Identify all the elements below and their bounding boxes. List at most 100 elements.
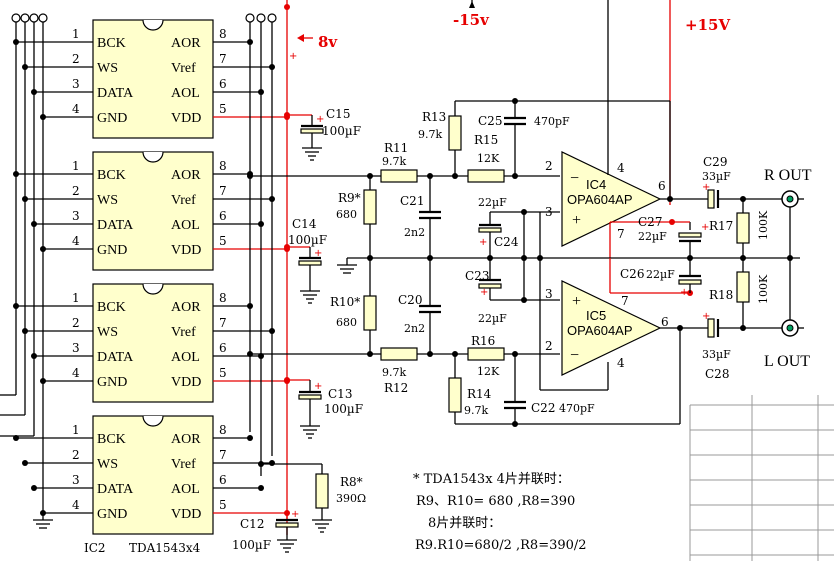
ic5-pin6: 6 [661,315,669,329]
chip-pin-name: AOL [171,218,200,233]
ic4-pin3: 3 [545,205,553,219]
chip-pin-name: VDD [171,507,201,522]
c13-ref: C13 [328,387,352,401]
c22-val: 470pF [559,402,595,415]
ic2-label: IC2 [84,541,106,555]
c23-val: 22µF [478,312,507,325]
chip-pin-name: AOR [171,36,201,51]
notes: * TDA1543x 4片并联时： R9、R10= 680 ,R8=390 8片… [413,472,587,553]
chip-pin-name: DATA [97,482,134,497]
rail-neg15-label: -15v [453,11,490,29]
r9-ref: R9* [338,191,361,205]
r11-ref: R11 [384,141,408,155]
ic4-pin7: 7 [617,227,625,241]
c20-ref: C20 [398,293,422,307]
chip-pin-name: VDD [171,111,201,126]
chip-pin-name: VDD [171,375,201,390]
ic5-pin7: 7 [621,294,629,308]
chip-pin-num: 4 [72,102,80,116]
chip-pin-num: 2 [72,184,80,198]
svg-text:+: + [291,509,299,520]
c25-ref: C25 [478,114,502,128]
chip-pin-name: GND [97,375,127,390]
c26-val: 22µF [646,268,675,281]
chip-pin-name: AOL [171,482,200,497]
note-line4: R9.R10=680/2 ,R8=390/2 [415,538,587,553]
chip-pin-num: 2 [72,52,80,66]
chip-pin-name: GND [97,111,127,126]
c12-ref: C12 [240,517,264,531]
chip-pin-num: 6 [219,341,227,355]
chip-pin-name: BCK [97,168,126,183]
chip-pin-num: 2 [72,316,80,330]
ground-bus [337,255,800,274]
c22-ref: C22 [531,401,555,415]
ic4-pin4: 4 [617,161,625,175]
r8-val: 390Ω [336,492,366,505]
c28-ref: C28 [705,367,729,381]
r16-val: 12K [477,365,500,378]
r8-bias: R8* 390Ω [258,461,366,533]
ic4-type: OPA604AP [567,192,633,207]
chip-pin-name: Vref [171,325,196,340]
r-out-label: R OUT [764,167,812,184]
ic5-pin2: 2 [545,339,553,353]
chip-pin-name: Vref [171,193,196,208]
rail-8v-label: 8v [318,33,338,51]
c24-val: 22µF [478,196,507,209]
chip-pin-name: DATA [97,218,134,233]
chip-pin-num: 8 [219,27,227,41]
chip-pin-num: 3 [72,209,80,223]
c24-ref: C24 [494,235,519,249]
chip-pin-name: GND [97,507,127,522]
chip-pin-name: WS [97,325,118,340]
dac-chips: 1BCK8AOR2WS7Vref3DATA6AOL4GND5VDD1BCK8AO… [13,19,290,535]
chip-pin-num: 1 [72,291,80,305]
svg-text:+: + [480,287,488,298]
chip-pin-name: BCK [97,36,126,51]
chip-pin-num: 8 [219,159,227,173]
ic5-ref: IC5 [586,308,606,323]
chip-pin-num: 4 [72,234,80,248]
svg-text:+: + [701,222,709,233]
ic5-pin4: 4 [617,356,625,370]
chip-pin-num: 1 [72,423,80,437]
c27-ref: C27 [638,215,662,229]
svg-text:+: + [702,182,710,193]
ic2-type: TDA1543x4 [129,541,201,555]
c15-val: 100µF [322,124,361,138]
r14-val: 9.7k [464,404,488,417]
chip-pin-num: 3 [72,473,80,487]
c29-ref: C29 [703,155,727,169]
chip-pin-name: VDD [171,243,201,258]
power-rails: 8v + -15v +15V [284,0,730,535]
chip-pin-name: BCK [97,300,126,315]
chip-pin-num: 6 [219,77,227,91]
c23-ref: C23 [465,269,489,283]
svg-text:+: + [479,237,487,248]
chip-pin-name: AOR [171,432,201,447]
c27-val: 22µF [638,230,667,243]
chip-pin-num: 5 [219,234,227,248]
svg-text:+: + [680,287,688,298]
chip-pin-num: 5 [219,366,227,380]
ic5-type: OPA604AP [567,323,633,338]
svg-text:+: + [702,311,710,322]
r13-ref: R13 [422,110,446,124]
c29-val: 33µF [702,170,731,183]
chip-pin-name: WS [97,457,118,472]
ic5-plus: + [572,293,581,310]
chip-pin-name: GND [97,243,127,258]
chip-pin-num: 8 [219,423,227,437]
r9-val: 680 [336,208,357,221]
c21-ref: C21 [400,194,424,208]
rail-pos15-label: +15V [685,16,730,34]
chip-pin-num: 7 [219,316,227,330]
chip-pin-num: 7 [219,448,227,462]
right-channel: R11 9.7k R9* 680 C21 2n2 R15 12K R13 9.7… [247,98,812,258]
ic5-minus: − [570,347,579,364]
